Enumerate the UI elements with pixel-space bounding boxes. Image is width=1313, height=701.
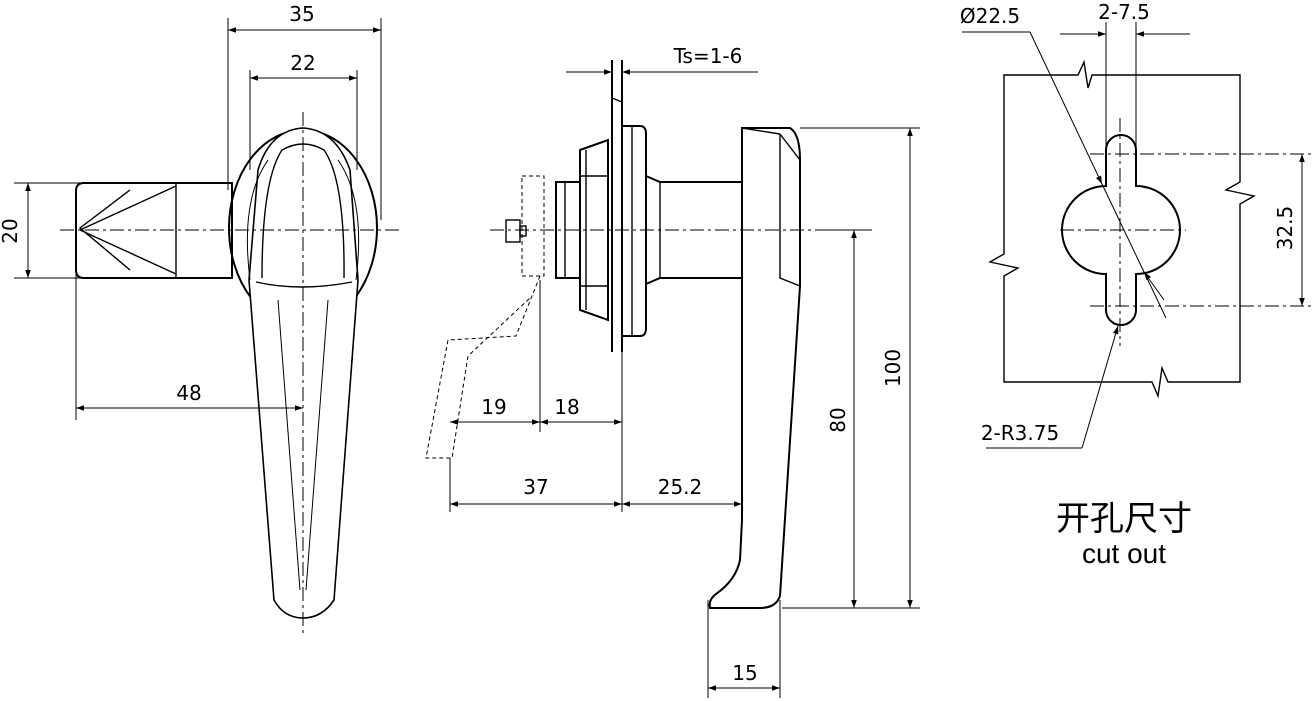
- dim-18: 18: [554, 395, 579, 419]
- dim-ts: Ts=1-6: [673, 44, 743, 68]
- dim-32-5: 32.5: [1273, 206, 1297, 251]
- dim-radius: 2-R3.75: [981, 421, 1059, 445]
- cutout-view: 2-7.5 Ø22.5 32.5 2-R3.75 开孔尺寸 cut out: [960, 0, 1312, 569]
- dim-2-7-5: 2-7.5: [1098, 0, 1150, 24]
- dim-19: 19: [481, 395, 506, 419]
- dim-35: 35: [289, 2, 314, 26]
- dim-25-2: 25.2: [658, 475, 703, 499]
- dim-80: 80: [826, 407, 850, 432]
- dim-22: 22: [290, 51, 315, 75]
- side-view: Ts=1-6 19 18 37 25.2 100 80 15: [425, 44, 920, 698]
- dim-15: 15: [732, 661, 757, 685]
- caption-en: cut out: [1082, 538, 1166, 569]
- dim-diameter: Ø22.5: [960, 4, 1020, 28]
- dim-100: 100: [881, 349, 905, 387]
- dim-48: 48: [176, 381, 201, 405]
- dim-20: 20: [0, 218, 22, 243]
- caption-cn: 开孔尺寸: [1056, 499, 1192, 539]
- front-view: 35 22 20 48: [0, 2, 400, 636]
- dim-37: 37: [523, 475, 548, 499]
